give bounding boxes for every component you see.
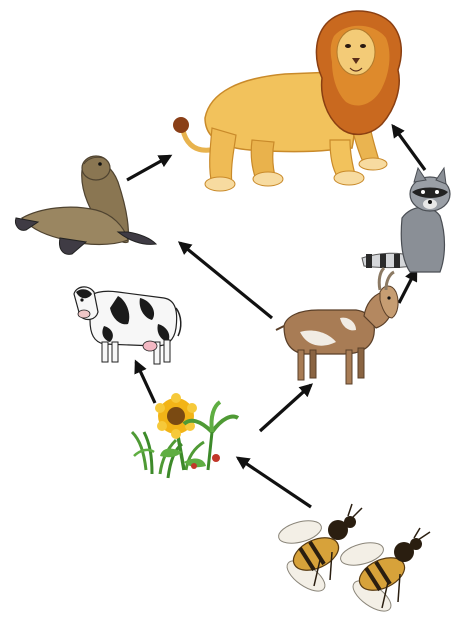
arrow-plants-to-cow bbox=[136, 362, 155, 403]
arrow-raccoon-to-lion bbox=[393, 126, 425, 170]
sea-lion-icon bbox=[15, 156, 156, 254]
goat-icon bbox=[276, 268, 398, 384]
bee-icon bbox=[338, 528, 430, 617]
arrow-plants-to-goat bbox=[260, 385, 311, 431]
arrow-sea-lion-to-lion bbox=[127, 156, 170, 180]
raccoon-icon bbox=[362, 168, 450, 272]
plants-icon bbox=[132, 393, 238, 478]
arrow-goat-to-sea-lion bbox=[180, 243, 272, 318]
lion-icon bbox=[173, 11, 401, 191]
arrow-bees-to-plants bbox=[238, 458, 311, 507]
bees-icon bbox=[276, 504, 430, 617]
arrow-goat-to-raccoon bbox=[399, 270, 416, 303]
cow-icon bbox=[74, 287, 181, 364]
